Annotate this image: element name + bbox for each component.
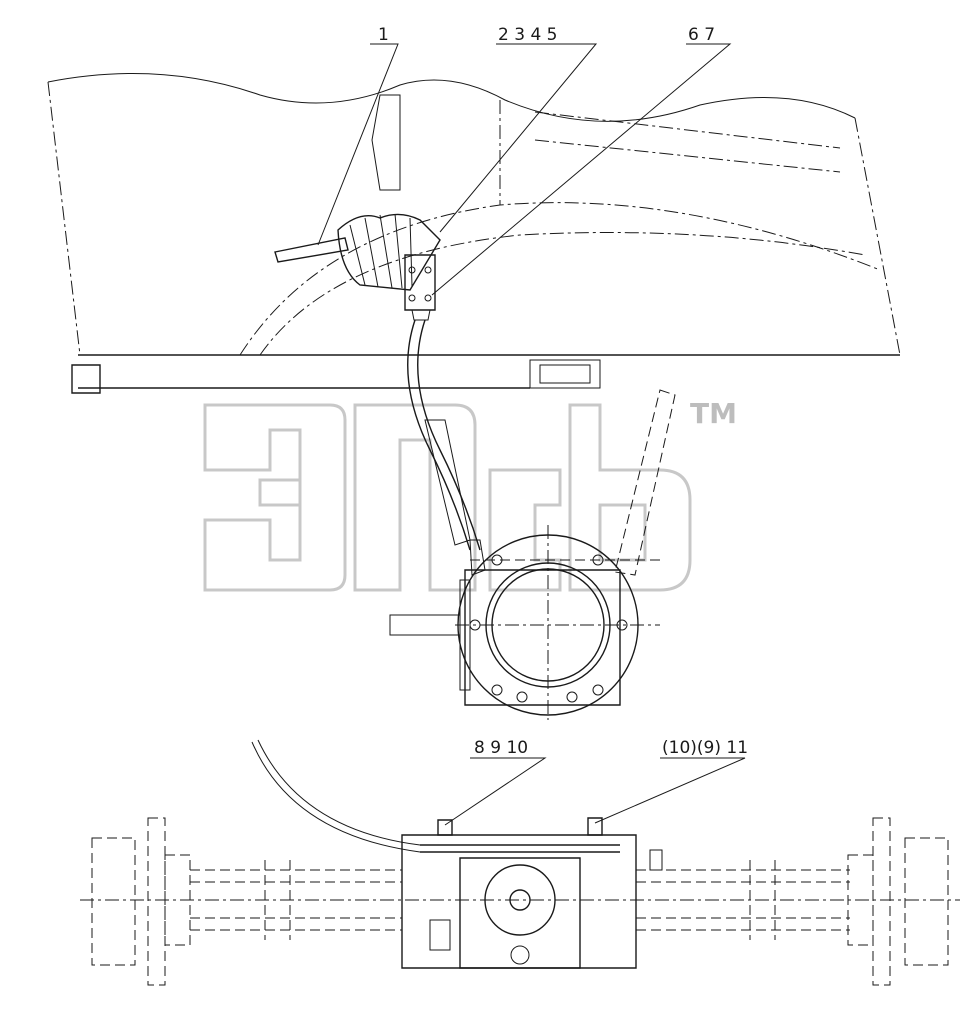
cab-outline: [47, 73, 901, 394]
trademark-mark: TM: [690, 397, 737, 430]
gearbox-side-view: [389, 389, 676, 720]
callout-2-3-4-5: 2 3 4 5: [498, 25, 557, 45]
shift-lever-assembly: [274, 213, 441, 321]
callout-8-9-10: 8 9 10: [474, 738, 528, 758]
callout-6-7: 6 7: [688, 25, 715, 45]
callout-1: 1: [378, 25, 389, 45]
axle-top-view: [80, 739, 960, 986]
callout-10-9-11: (10)(9) 11: [662, 738, 748, 758]
control-cable: [407, 319, 486, 576]
leader-lines: [317, 43, 746, 826]
